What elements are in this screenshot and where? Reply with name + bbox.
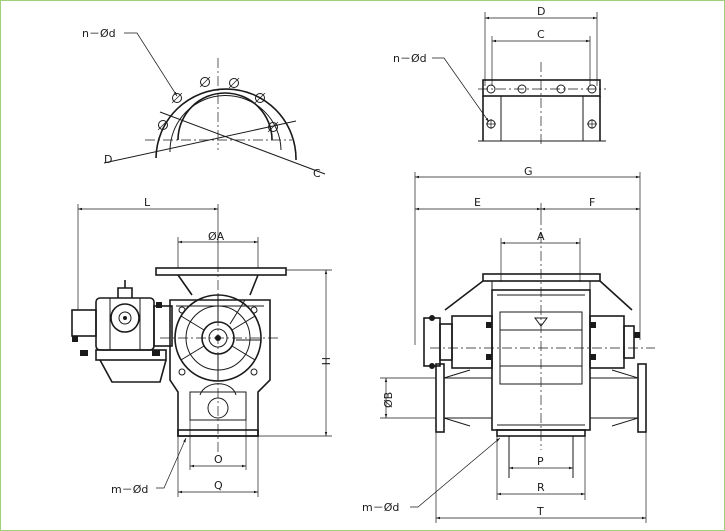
top-right-D-label: D [537,5,545,18]
top-right-flange-view: D C n－Ød [393,5,606,146]
top-left-hole-label: n－Ød [82,27,116,40]
top-left-flange-view: n－Ød D C [82,27,326,180]
right-F-label: F [589,196,595,209]
left-Q-label: Q [214,479,223,492]
top-right-hole-label: n－Ød [393,52,427,65]
left-L-label: L [144,196,151,209]
right-R-label: R [537,481,545,494]
top-right-C-label: C [537,28,545,41]
top-left-D-label: D [104,153,112,166]
right-B-label: ØB [382,392,395,408]
flange-holes [157,76,279,133]
top-left-C-label: C [313,167,321,180]
right-front-view: G E F A [362,165,655,523]
left-hole-label: m－Ød [111,483,148,496]
left-H-label: H [319,357,332,365]
left-side-view: L ØA H [71,196,332,497]
right-T-label: T [536,505,544,518]
left-A-label: ØA [208,230,225,243]
left-O-label: O [214,453,223,466]
right-P-label: P [537,455,544,468]
right-E-label: E [474,196,481,209]
right-hole-label: m－Ød [362,501,399,514]
right-G-label: G [524,165,533,178]
